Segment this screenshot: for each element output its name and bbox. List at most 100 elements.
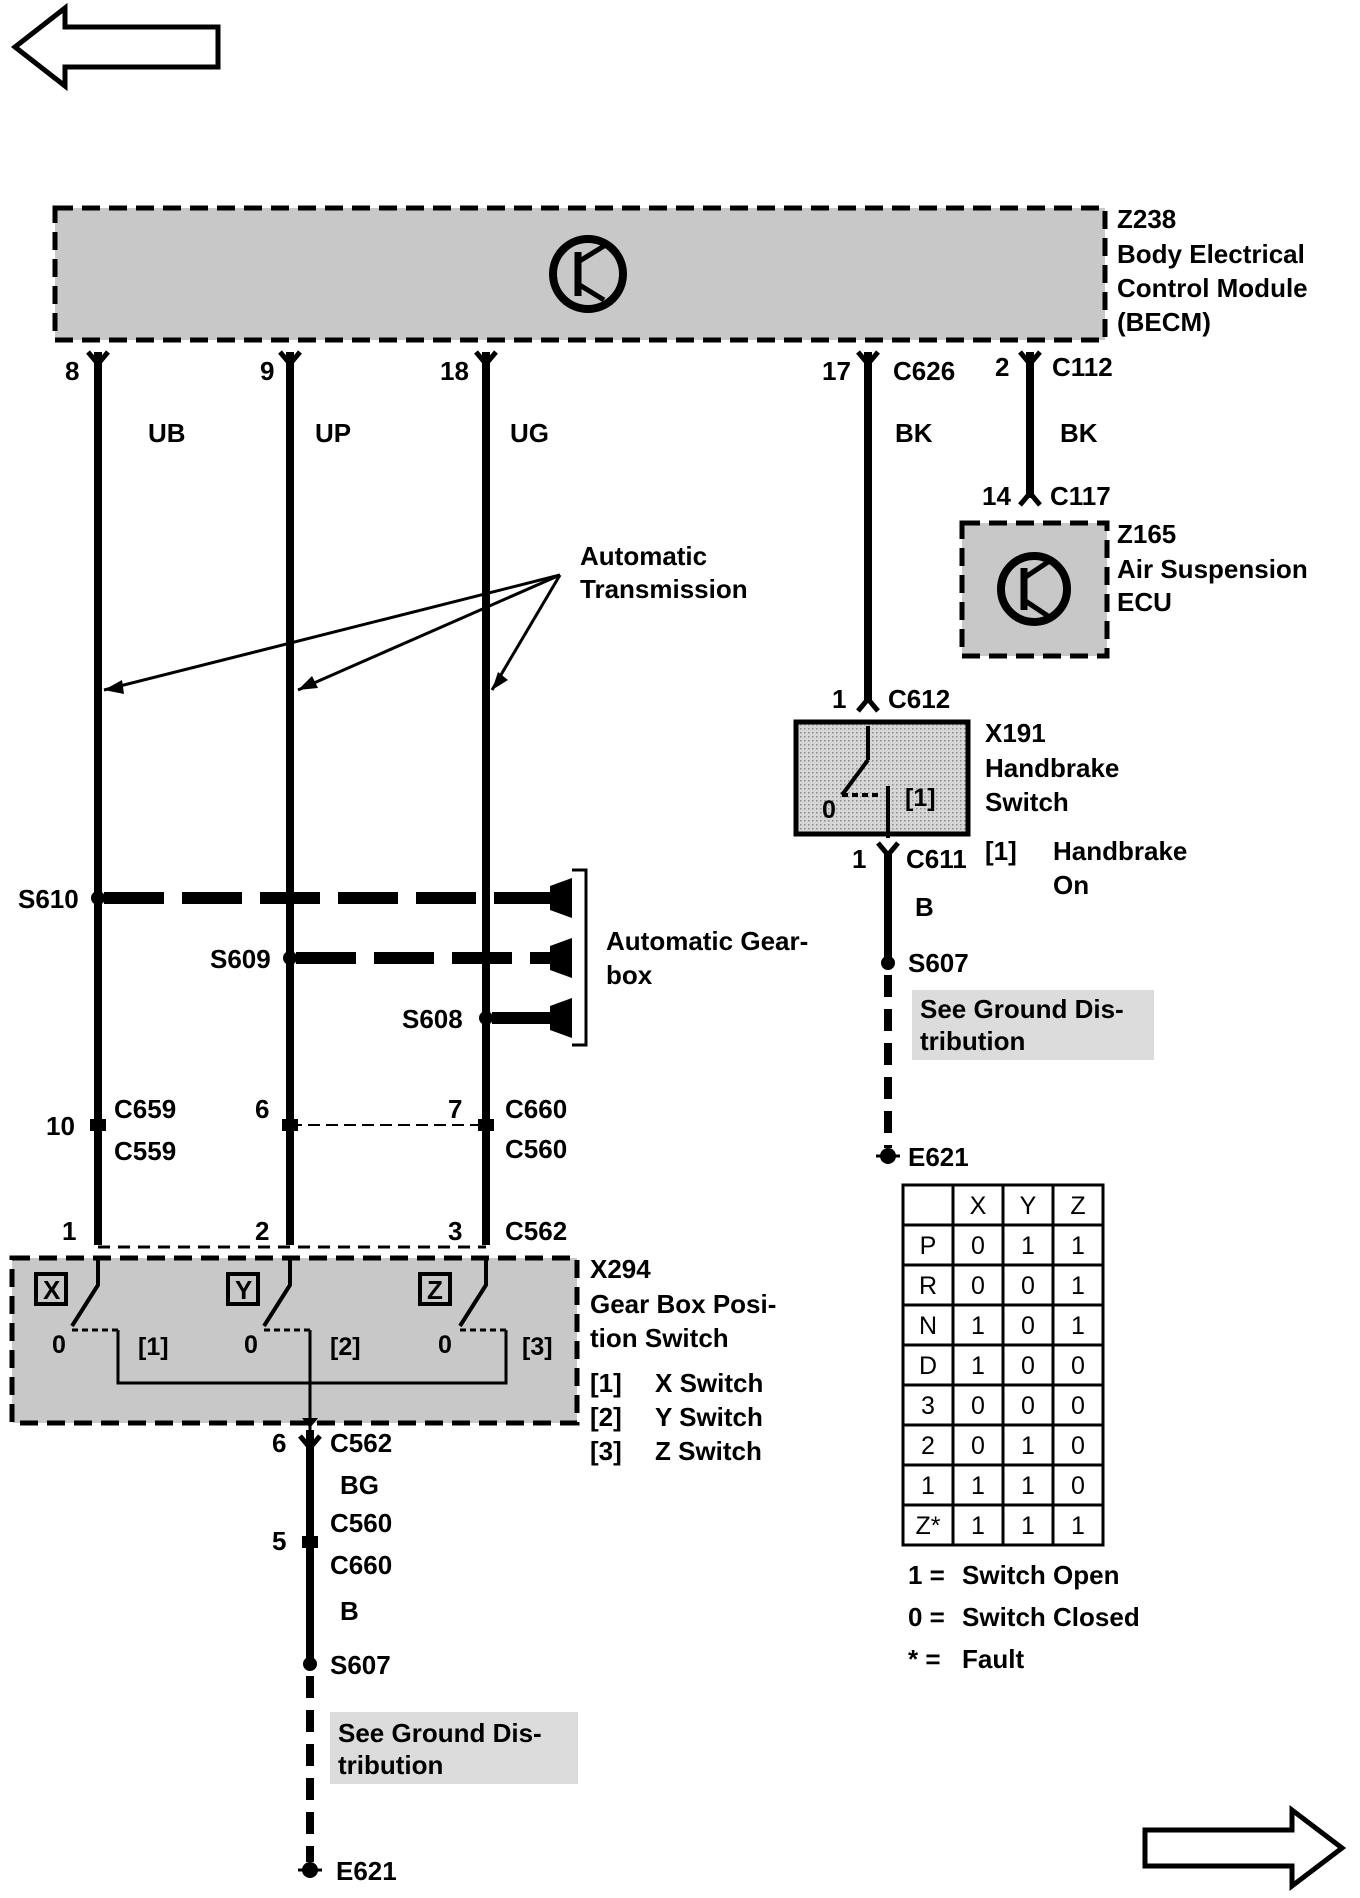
next-page-arrow-icon[interactable] (1142, 1804, 1347, 1892)
gearbox-legend-3-text: Z Switch (655, 1436, 762, 1466)
handbrake-id: X191 (985, 718, 1046, 748)
pin-5-c560: 5 (272, 1526, 286, 1556)
see-ground-2-line2[interactable]: tribution (338, 1750, 443, 1780)
truth-table-cell: 1 (971, 1512, 985, 1540)
pin-18: 18 (440, 356, 469, 386)
becm-name-line1: Body Electrical (1117, 239, 1305, 269)
truth-table-row-label: 3 (921, 1392, 935, 1420)
see-ground-2-highlight (330, 1712, 578, 1784)
legend-text-2: Switch Closed (962, 1602, 1140, 1632)
becm-id: Z238 (1117, 204, 1176, 234)
connector-c611: C611 (906, 844, 967, 874)
becm-name-line2: Control Module (1117, 273, 1308, 303)
wire-label-up: UP (315, 418, 351, 448)
switch-z-ref: [3] (522, 1333, 553, 1361)
truth-table-cell-border (1051, 1503, 1105, 1547)
pin-10: 10 (46, 1111, 75, 1141)
handbrake-pos-off: 0 (822, 796, 836, 824)
pin-8: 8 (65, 356, 79, 386)
truth-table-cell: 1 (1021, 1472, 1035, 1500)
see-ground-2-line1[interactable]: See Ground Dis- (338, 1718, 542, 1748)
truth-table-cell-border (1001, 1383, 1055, 1427)
splice-dot-s608 (479, 1011, 493, 1025)
connector-c626: C626 (893, 356, 955, 386)
legend-key-3: * = (908, 1644, 941, 1674)
truth-table-cell: 0 (971, 1432, 985, 1460)
splice-s607a: S607 (908, 948, 969, 978)
gearbox-switch-box (9, 1255, 580, 1426)
ground-e621a: E621 (908, 1142, 969, 1172)
splice-s609: S609 (210, 944, 271, 974)
switch-x-label: X (43, 1275, 61, 1305)
truth-table-cell: 0 (1071, 1392, 1085, 1420)
truth-table-row-label: 2 (921, 1432, 935, 1460)
handbrake-note-line2: On (1053, 870, 1089, 900)
gearbox-switch-name-line2: tion Switch (590, 1323, 729, 1353)
connector-c659: C659 (114, 1094, 176, 1124)
see-ground-1-line1[interactable]: See Ground Dis- (920, 994, 1124, 1024)
wire-label-bg: BG (340, 1470, 379, 1500)
truth-table-cell-border (901, 1423, 955, 1467)
see-ground-1-highlight (912, 990, 1154, 1060)
previous-page-arrow-icon[interactable] (10, 2, 221, 92)
pin-2: 2 (995, 352, 1009, 382)
truth-table-cell: 0 (971, 1392, 985, 1420)
air-ecu-box (959, 520, 1110, 659)
gearbox-branch-arrowheads (550, 878, 572, 1038)
c560-c660-marker (302, 1536, 318, 1548)
pin-7: 7 (448, 1094, 462, 1124)
gearbox-switch-y: Y 0 [2] (226, 1258, 361, 1361)
pin-9: 9 (260, 356, 274, 386)
splice-dot-s610 (91, 891, 105, 905)
truth-table-cell-border (1001, 1423, 1055, 1467)
note-auto-gear-line2: box (606, 960, 653, 990)
gearbox-legend-2-text: Y Switch (655, 1402, 763, 1432)
splice-s607b: S607 (330, 1650, 391, 1680)
handbrake-switch-box (793, 719, 971, 837)
truth-table-cell: 0 (971, 1272, 985, 1300)
switch-y-label: Y (235, 1275, 252, 1305)
connector-c112: C112 (1052, 352, 1113, 382)
truth-table-row-label: N (919, 1312, 937, 1340)
connector-c117: C117 (1050, 481, 1111, 511)
switch-z-zero: 0 (438, 1331, 452, 1359)
handbrake-name-line2: Switch (985, 787, 1069, 817)
truth-table-cell: 0 (1071, 1352, 1085, 1380)
gearbox-switch-x: X 0 [1] (34, 1258, 169, 1361)
handbrake-switch-contact (840, 726, 890, 838)
legend-text-1: Switch Open (962, 1560, 1119, 1590)
pin-1-c612: 1 (832, 684, 846, 714)
truth-table-cell-border (951, 1503, 1005, 1547)
pin-14: 14 (982, 481, 1011, 511)
pin-6-c562: 6 (272, 1428, 286, 1458)
splice-dot-s607b (303, 1657, 317, 1671)
connector-c562: C562 (505, 1216, 567, 1246)
c562-output-fork (298, 1434, 322, 1452)
truth-table-cell-border (1051, 1463, 1105, 1507)
truth-table-row-label: P (920, 1232, 937, 1260)
truth-table-header: X (970, 1192, 987, 1220)
truth-table-cell: 0 (1021, 1352, 1035, 1380)
truth-table-row-label: Z* (916, 1512, 941, 1540)
gearbox-switch-name-line1: Gear Box Posi- (590, 1289, 776, 1319)
becm-transistor-icon (549, 235, 627, 313)
splice-s608: S608 (402, 1004, 463, 1034)
see-ground-1-line2[interactable]: tribution (920, 1026, 1025, 1056)
truth-table-cell: 1 (971, 1312, 985, 1340)
gearbox-legend-3-ref: [3] (590, 1436, 622, 1466)
connector-c562b: C562 (330, 1428, 392, 1458)
splice-dot-s607a (881, 956, 895, 970)
truth-table-row-label: 1 (921, 1472, 935, 1500)
truth-table-cell: 0 (1021, 1312, 1035, 1340)
air-ecu-name-line2: ECU (1117, 587, 1172, 617)
air-ecu-transistor-icon (997, 552, 1071, 626)
splice-dot-s609 (283, 951, 297, 965)
truth-table-cell: 1 (1071, 1512, 1085, 1540)
truth-table-cell-border (1051, 1343, 1105, 1387)
pin-3-c562: 3 (448, 1216, 462, 1246)
connector-c560: C560 (505, 1134, 567, 1164)
wire-label-ub: UB (148, 418, 186, 448)
gearbox-switch-z: Z 0 [3] (418, 1258, 553, 1361)
note-auto-trans-line1: Automatic (580, 541, 707, 571)
air-ecu-id: Z165 (1117, 519, 1176, 549)
